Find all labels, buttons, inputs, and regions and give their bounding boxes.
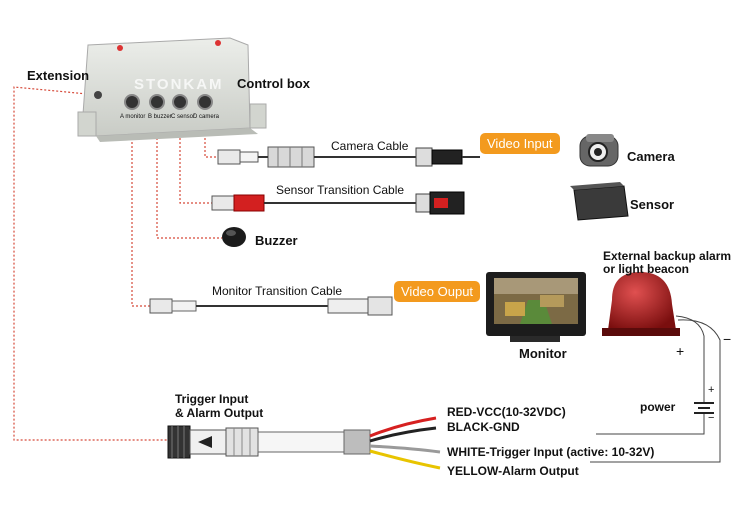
beacon-device <box>602 272 680 336</box>
brand-watermark: STONKAM <box>134 76 224 93</box>
buzzer-device <box>222 227 246 247</box>
battery-plus-sign: + <box>708 384 715 396</box>
harness-wires <box>369 416 441 470</box>
alarm-label-line2: or light beacon <box>603 262 690 276</box>
trigger-label-line2: & Alarm Output <box>175 406 264 420</box>
alarm-label-line1: External backup alarm <box>603 249 732 263</box>
control-box-ports <box>94 91 213 110</box>
camera-cable-label: Camera Cable <box>331 139 409 153</box>
battery-minus-sign: − <box>708 412 715 424</box>
right-wiring <box>590 315 721 463</box>
monitor-device <box>486 272 586 342</box>
alarm-minus-sign: − <box>723 331 732 347</box>
black-wire-label: BLACK-GND <box>447 420 520 434</box>
extension-label: Extension <box>27 68 90 83</box>
white-wire-label: WHITE-Trigger Input (active: 10-32V) <box>447 445 655 459</box>
video-input-badge: Video Input <box>480 133 560 154</box>
camera-label: Camera <box>627 149 675 164</box>
monitor-label: Monitor <box>519 346 567 361</box>
trigger-label-line1: Trigger Input <box>175 392 249 406</box>
camera-device <box>579 134 619 167</box>
port-label-camera: D camera <box>193 114 220 120</box>
buzzer-dotted-line <box>156 110 222 239</box>
control-box-label: Control box <box>237 76 310 91</box>
monitor-cable <box>149 296 393 316</box>
port-label-buzzer: B buzzer <box>148 114 172 120</box>
battery-icon <box>694 402 714 414</box>
port-label-sensor: C sensor <box>171 114 196 120</box>
alarm-plus-sign: + <box>676 343 685 359</box>
yellow-wire-label: YELLOW-Alarm Output <box>447 464 579 478</box>
extension-dotted-line <box>13 86 168 441</box>
monitor-cable-label: Monitor Transition Cable <box>212 284 343 298</box>
sensor-cable-label: Sensor Transition Cable <box>276 183 405 197</box>
sensor-dotted-line <box>179 110 212 204</box>
trigger-harness <box>167 425 371 459</box>
control-box <box>77 37 267 142</box>
video-output-badge: Video Ouput <box>394 281 481 302</box>
sensor-label: Sensor <box>630 197 675 212</box>
buzzer-label: Buzzer <box>255 233 298 248</box>
port-label-monitor: A monitor <box>120 114 146 120</box>
sensor-device <box>570 182 629 221</box>
sensor-cable <box>211 191 465 215</box>
monitor-dotted-line <box>131 110 150 307</box>
red-wire-label: RED-VCC(10-32VDC) <box>447 405 566 419</box>
power-label: power <box>640 400 676 414</box>
camera-cable <box>217 146 480 168</box>
